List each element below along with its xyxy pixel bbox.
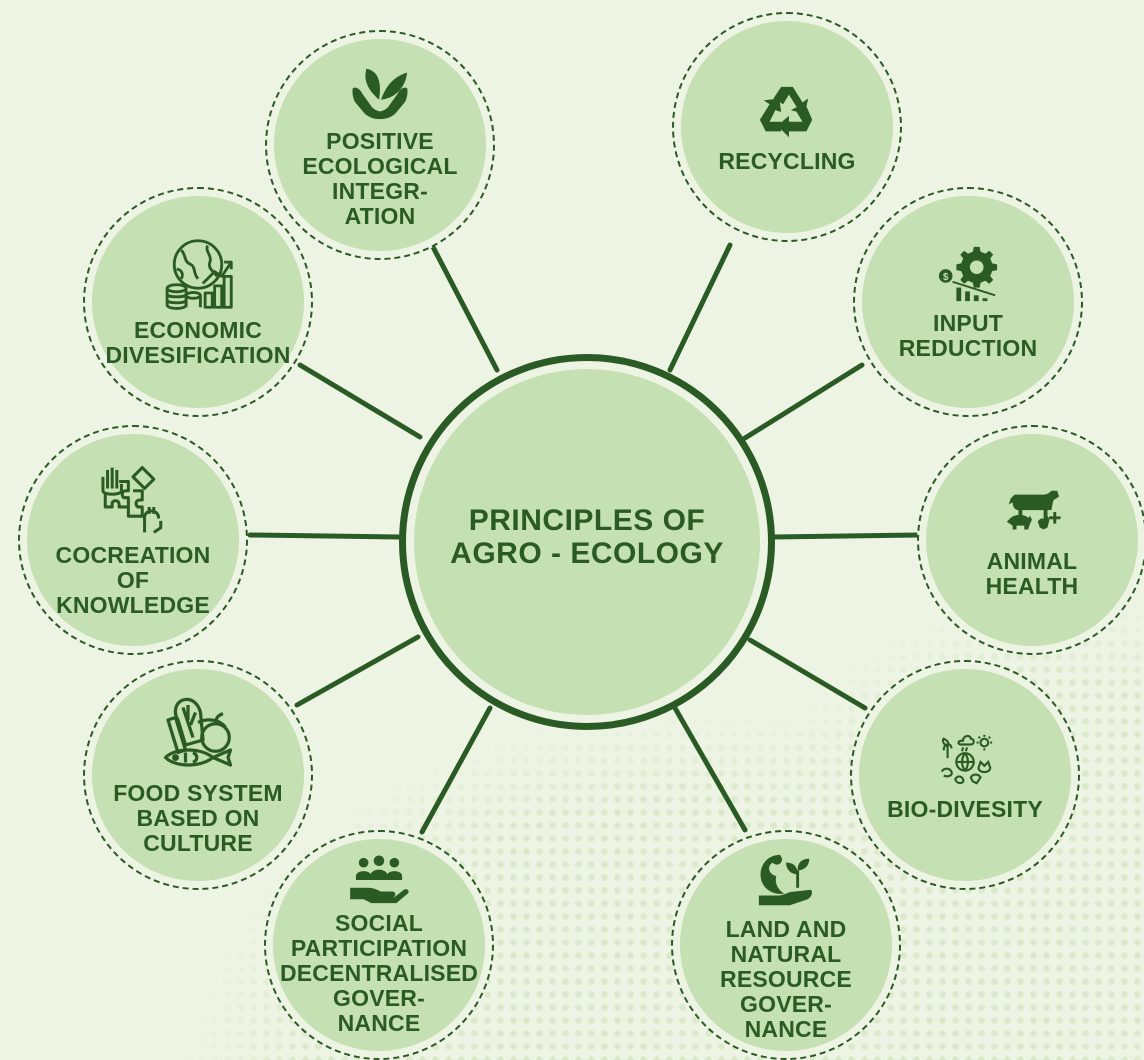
recycle-icon [756,81,818,143]
principle-social-participation: SOCIAL PARTICIPATION DECENTRALISED GOVER… [264,830,494,1060]
principle-cocreation-knowledge: COCREATION OF KNOWLEDGE [18,425,248,655]
connector-animal-health [770,532,921,540]
connector-social [419,705,493,835]
principle-animal-health: ANIMAL HEALTH [917,425,1144,655]
principle-label: COCREATION OF KNOWLEDGE [55,541,211,618]
connector-positive-ecological [429,242,500,373]
puzzle-hands-icon [96,463,170,537]
connector-land [672,705,748,833]
connector-food-system [294,634,421,708]
connector-biodiversity [747,637,868,711]
food-basket-icon [158,695,238,775]
principle-label: ANIMAL HEALTH [985,548,1079,599]
connector-economic [297,362,423,440]
center-hub: PRINCIPLES OF AGRO - ECOLOGY [399,354,775,730]
globe-coins-growth-icon [160,236,236,312]
people-on-hand-icon [348,854,410,905]
principle-label: BIO-DIVESITY [887,795,1043,822]
principle-economic-diversification: ECONOMIC DIVESIFICATION [83,187,313,417]
principle-label: SOCIAL PARTICIPATION DECENTRALISED GOVER… [279,909,479,1036]
principle-input-reduction: $ INPUT REDUCTION [853,187,1083,417]
principle-label: RECYCLING [718,147,856,174]
principle-label: POSITIVE ECOLOGICAL INTEGR- ATION [302,128,458,229]
connector-recycling [667,242,733,373]
principle-label: INPUT REDUCTION [898,310,1038,361]
principle-recycling: RECYCLING [672,12,902,242]
principle-label: FOOD SYSTEM BASED ON CULTURE [113,779,283,856]
principle-food-system-culture: FOOD SYSTEM BASED ON CULTURE [83,660,313,890]
principle-land-natural-resource-governance: LAND AND NATURAL RESOURCE GOVER- NANCE [671,830,901,1060]
center-hub-fill: PRINCIPLES OF AGRO - ECOLOGY [414,369,760,715]
principle-label: LAND AND NATURAL RESOURCE GOVER- NANCE [720,915,852,1042]
principle-label: ECONOMIC DIVESIFICATION [105,317,291,368]
gear-dollar-decline-icon: $ [937,243,999,305]
principle-biodiversity: BIO-DIVESITY [850,660,1080,890]
hands-holding-plant-icon [349,61,411,123]
globe-in-hand-sprout-icon [755,849,817,911]
diagram-title: PRINCIPLES OF AGRO - ECOLOGY [450,504,724,570]
principle-positive-ecological-integration: POSITIVE ECOLOGICAL INTEGR- ATION [265,30,495,260]
connector-input-reduction [742,362,865,441]
biodiversity-cluster-icon [934,729,996,791]
svg-text:$: $ [943,272,949,283]
connector-cocreation [247,532,402,540]
livestock-plus-icon [1001,481,1063,543]
